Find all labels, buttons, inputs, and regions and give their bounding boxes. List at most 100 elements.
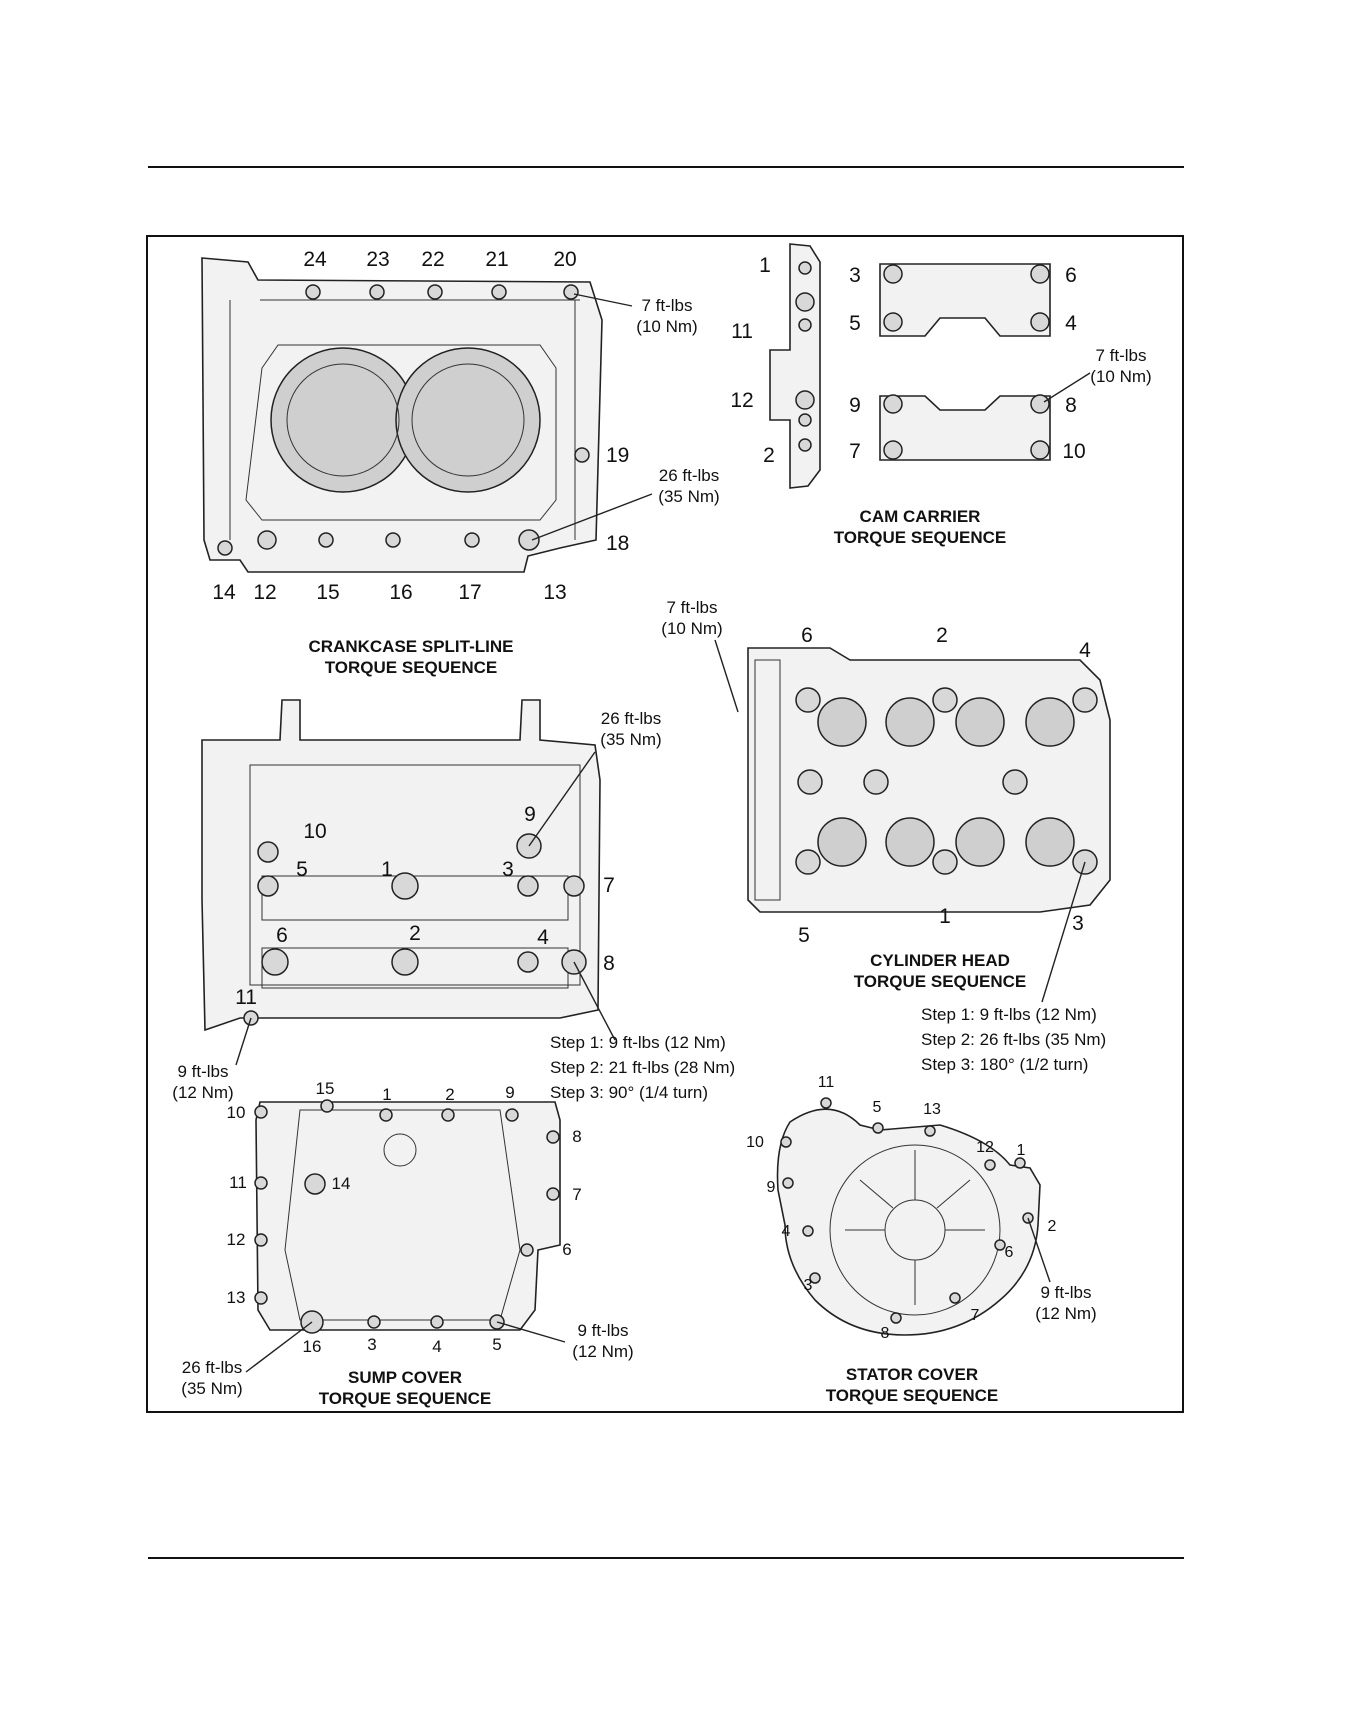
bolt-22 (427, 284, 443, 300)
head-torque-line1: 7 ft-lbs (666, 598, 717, 617)
stator-cover-figure: 11 5 13 10 12 1 9 2 4 6 3 7 8 9 ft-lbs (… (746, 1074, 1097, 1405)
sump-num-5: 5 (492, 1335, 501, 1354)
stator-title-line1: STATOR COVER (846, 1365, 978, 1384)
crankcase-lower-leaders (235, 751, 616, 1066)
stator-title-line2: TORQUE SEQUENCE (826, 1386, 999, 1405)
lower-num-6: 6 (276, 924, 288, 947)
lower-torque-large-line1: 26 ft-lbs (601, 709, 661, 728)
cam-num-1: 1 (759, 254, 771, 277)
stator-num-3: 3 (804, 1277, 813, 1294)
sump-num-8: 8 (572, 1127, 581, 1146)
bottom-rule (148, 1557, 1184, 1559)
lower-torque-small-line1: 9 ft-lbs (177, 1062, 228, 1081)
stator-num-4: 4 (782, 1223, 791, 1240)
lower-num-11: 11 (235, 986, 257, 1009)
lower-step-1: Step 1: 9 ft-lbs (12 Nm) (550, 1033, 726, 1052)
crankcase-num-24: 24 (303, 248, 327, 271)
crankcase-num-20: 20 (553, 248, 576, 271)
sump-num-11: 11 (229, 1173, 247, 1192)
cam-num-11: 11 (731, 320, 753, 343)
cam-num-2: 2 (763, 444, 775, 467)
crankcase-lower-web-1 (261, 875, 569, 921)
lower-num-4: 4 (537, 926, 549, 949)
lower-num-1: 1 (381, 858, 393, 881)
cam-title-line1: CAM CARRIER (860, 507, 981, 526)
crankcase-bore-left (270, 347, 416, 493)
sump-title-line1: SUMP COVER (348, 1368, 462, 1387)
sump-num-16: 16 (303, 1337, 322, 1356)
crankcase-lower-bolts (243, 833, 587, 1026)
crankcase-leaders (531, 293, 653, 541)
lower-num-8: 8 (603, 952, 615, 975)
bolt-21 (491, 284, 507, 300)
lower-num-2: 2 (409, 922, 421, 945)
stator-num-8: 8 (881, 1325, 890, 1342)
cam-num-12: 12 (730, 389, 753, 412)
stator-cover-dome (829, 1144, 1001, 1316)
bolt-24 (305, 284, 321, 300)
sump-num-4: 4 (432, 1337, 441, 1356)
lower-step-3: Step 3: 90° (1/4 turn) (550, 1083, 708, 1102)
sump-num-3: 3 (367, 1335, 376, 1354)
bolt-20 (563, 284, 579, 300)
cam-carrier-bolts (883, 264, 1050, 460)
sump-torque-small-line2: (12 Nm) (572, 1342, 633, 1361)
crankcase-num-19: 19 (606, 444, 629, 467)
head-title-line1: CYLINDER HEAD (870, 951, 1010, 970)
bolt-23 (369, 284, 385, 300)
crankcase-bolts (217, 284, 590, 556)
head-num-6: 6 (801, 624, 813, 647)
stator-cover-ribs (845, 1150, 985, 1305)
stator-num-11: 11 (818, 1074, 835, 1091)
cam-carrier-upper (879, 263, 1051, 337)
stator-num-13: 13 (923, 1101, 941, 1118)
cam-num-5: 5 (849, 312, 861, 335)
sump-torque-large-line2: (35 Nm) (181, 1379, 242, 1398)
sump-num-1: 1 (382, 1085, 391, 1104)
sump-cover-boss (383, 1133, 417, 1167)
sump-cover-leaders (245, 1321, 566, 1373)
sump-num-9: 9 (505, 1083, 514, 1102)
stator-torque-line2: (12 Nm) (1035, 1304, 1096, 1323)
bolt-19 (574, 447, 590, 463)
cylinder-head-bolts (795, 687, 1098, 875)
head-torque-line2: (10 Nm) (661, 619, 722, 638)
cam-carrier-side-plate (769, 243, 821, 489)
sump-num-7: 7 (572, 1185, 581, 1204)
cam-num-6: 6 (1065, 264, 1077, 287)
cylinder-head-cups (817, 697, 1075, 867)
stator-num-12: 12 (976, 1139, 994, 1156)
head-step-3: Step 3: 180° (1/2 turn) (921, 1055, 1088, 1074)
cam-num-7: 7 (849, 440, 861, 463)
sump-cover-body (255, 1101, 561, 1331)
sump-num-15: 15 (316, 1079, 335, 1098)
sump-title-line2: TORQUE SEQUENCE (319, 1389, 492, 1408)
top-rule (148, 166, 1184, 168)
lower-num-3: 3 (502, 858, 514, 881)
crankcase-num-22: 22 (421, 248, 444, 271)
sump-num-13: 13 (227, 1288, 246, 1307)
head-num-2: 2 (936, 624, 948, 647)
crankcase-title-line2: TORQUE SEQUENCE (325, 658, 498, 677)
cam-num-9: 9 (849, 394, 861, 417)
crankcase-torque-small-line2: (10 Nm) (636, 317, 697, 336)
head-step-2: Step 2: 26 ft-lbs (35 Nm) (921, 1030, 1106, 1049)
crankcase-lower-figure: 10 9 5 1 3 7 6 2 4 8 11 26 ft-lbs (35 Nm… (172, 699, 735, 1102)
stator-num-7: 7 (971, 1307, 980, 1324)
stator-cover-leader (1027, 1217, 1051, 1283)
cam-num-10: 10 (1062, 440, 1085, 463)
crankcase-num-12: 12 (253, 581, 276, 604)
crankcase-num-13: 13 (543, 581, 566, 604)
lower-torque-small-line2: (12 Nm) (172, 1083, 233, 1102)
lower-num-9: 9 (524, 803, 536, 826)
crankcase-num-17: 17 (458, 581, 481, 604)
crankcase-split-line-figure: 24 23 22 21 20 19 18 14 12 15 16 17 13 7… (201, 248, 720, 677)
crankcase-rib (229, 299, 580, 540)
bolt-12 (257, 530, 277, 550)
crankcase-num-15: 15 (316, 581, 339, 604)
cam-num-8: 8 (1065, 394, 1077, 417)
head-title-line2: TORQUE SEQUENCE (854, 972, 1027, 991)
sump-num-2: 2 (445, 1085, 454, 1104)
crankcase-num-16: 16 (389, 581, 412, 604)
